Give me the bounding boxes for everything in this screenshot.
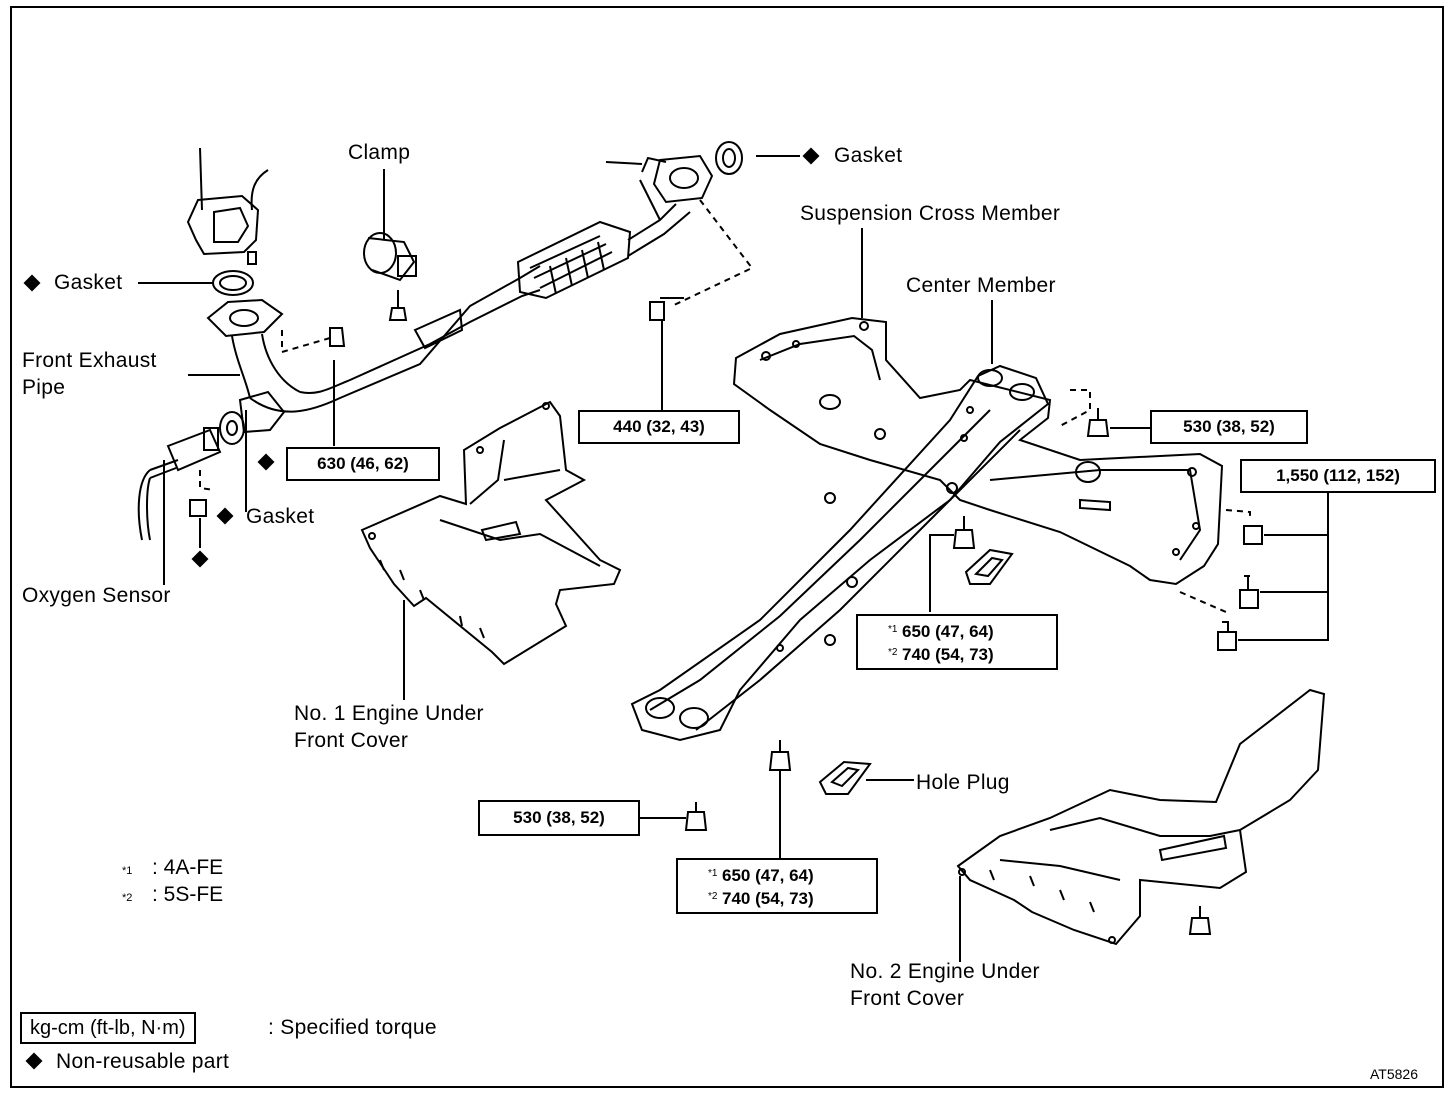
gasket-top-part: [715, 141, 743, 175]
gasket-left-label: Gasket: [54, 271, 123, 294]
torque-unit-legend-box: kg-cm (ft-lb, N·m): [20, 1012, 196, 1044]
gasket-mid-label: Gasket: [246, 505, 315, 528]
suspension-cross-member-part: [732, 316, 1224, 586]
gasket-mid-part: [219, 411, 245, 445]
no2-engine-cover-label-line2: Front Cover: [850, 987, 965, 1010]
footnote-4a-fe: *1: 4A-FE: [122, 856, 224, 879]
oxygen-sensor-label: Oxygen Sensor: [22, 584, 171, 607]
figure-code: AT5826: [1370, 1066, 1418, 1082]
diagram-frame: [10, 6, 1444, 1088]
torque-box-630: 630 (46, 62): [286, 447, 440, 481]
center-member-label: Center Member: [906, 274, 1056, 297]
clamp-label: Clamp: [348, 141, 411, 164]
front-exhaust-pipe-label-line1: Front Exhaust: [22, 349, 157, 372]
torque-box-530-right: 530 (38, 52): [1150, 410, 1308, 444]
hole-plug-label: Hole Plug: [916, 771, 1010, 794]
torque-box-530-bottom: 530 (38, 52): [478, 800, 640, 836]
no2-engine-cover-label-line1: No. 2 Engine Under: [850, 960, 1040, 983]
suspension-cross-member-label: Suspension Cross Member: [800, 202, 1061, 225]
torque-box-440: 440 (32, 43): [578, 410, 740, 444]
gasket-top-label: Gasket: [834, 144, 903, 167]
no1-engine-under-cover-part: [360, 400, 622, 666]
exhaust-manifold-outlet: [186, 147, 269, 265]
no1-engine-cover-label-line2: Front Cover: [294, 729, 409, 752]
front-exhaust-pipe-label-line2: Pipe: [22, 376, 66, 399]
oxygen-sensor-part: [137, 427, 222, 541]
footnote-5s-fe: *2: 5S-FE: [122, 883, 224, 906]
no1-engine-cover-label-line1: No. 1 Engine Under: [294, 702, 484, 725]
front-exhaust-pipe-part: [206, 154, 714, 434]
torque-unit-legend-desc: : Specified torque: [268, 1016, 437, 1039]
clamp-part: [363, 232, 417, 282]
no2-engine-under-cover-part: [956, 688, 1326, 946]
nonreusable-legend-text: Non-reusable part: [56, 1050, 230, 1073]
torque-box-1550: 1,550 (112, 152): [1240, 459, 1436, 493]
center-member-part: [630, 364, 1050, 742]
